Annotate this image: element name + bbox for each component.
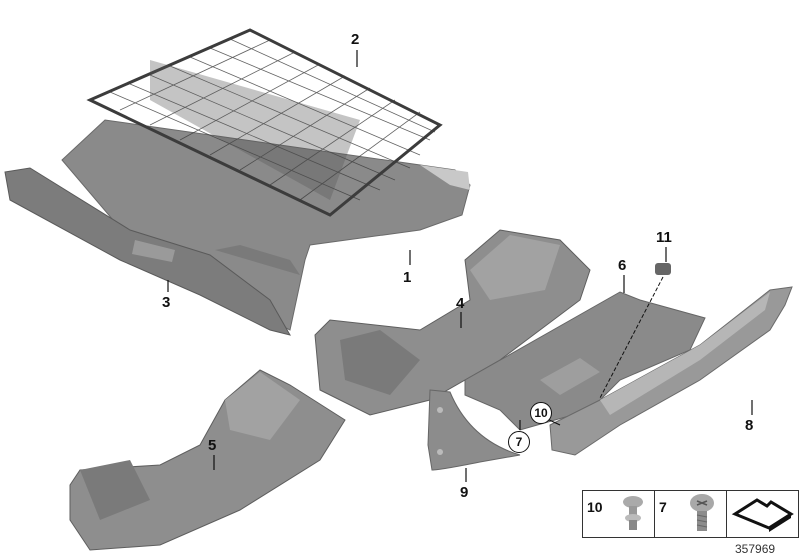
part-6-cover-panel[interactable] — [464, 291, 706, 431]
callout-10[interactable]: 10 — [530, 402, 552, 424]
legend-cell-screw[interactable]: 7 — [655, 491, 727, 537]
callout-4[interactable]: 4 — [456, 295, 465, 312]
callout-1[interactable]: 1 — [403, 269, 412, 286]
callout-6[interactable]: 6 — [618, 257, 627, 274]
legend-cell-symbol[interactable] — [727, 491, 798, 537]
fastener-legend: 10 7 — [582, 490, 799, 538]
leader-lines — [167, 50, 753, 482]
callout-5[interactable]: 5 — [208, 437, 217, 454]
part-2-luggage-net[interactable] — [86, 28, 443, 217]
part-3-sill-trim[interactable] — [4, 167, 292, 336]
legend-cell-rivet[interactable]: 10 — [583, 491, 655, 537]
callout-9[interactable]: 9 — [460, 484, 469, 501]
diagram-id-number: 357969 — [735, 542, 776, 556]
legend-number: 7 — [659, 499, 667, 515]
callout-7[interactable]: 7 — [508, 431, 530, 453]
rivet-icon — [623, 496, 643, 530]
part-11-clip[interactable] — [599, 263, 671, 399]
arrow-symbol-icon — [731, 498, 794, 532]
part-5-storage-tray-lower[interactable] — [69, 369, 346, 551]
part-8-support-bracket[interactable] — [549, 286, 793, 456]
callout-8[interactable]: 8 — [745, 417, 754, 434]
callout-2[interactable]: 2 — [351, 31, 360, 48]
callout-3[interactable]: 3 — [162, 294, 171, 311]
part-9-corner-bracket[interactable] — [427, 389, 521, 471]
screw-icon — [690, 494, 714, 531]
callout-11[interactable]: 11 — [656, 229, 672, 246]
legend-number: 10 — [587, 499, 603, 515]
part-4-storage-tray-upper[interactable] — [314, 229, 591, 416]
part-1-floor-mat[interactable] — [61, 119, 471, 331]
